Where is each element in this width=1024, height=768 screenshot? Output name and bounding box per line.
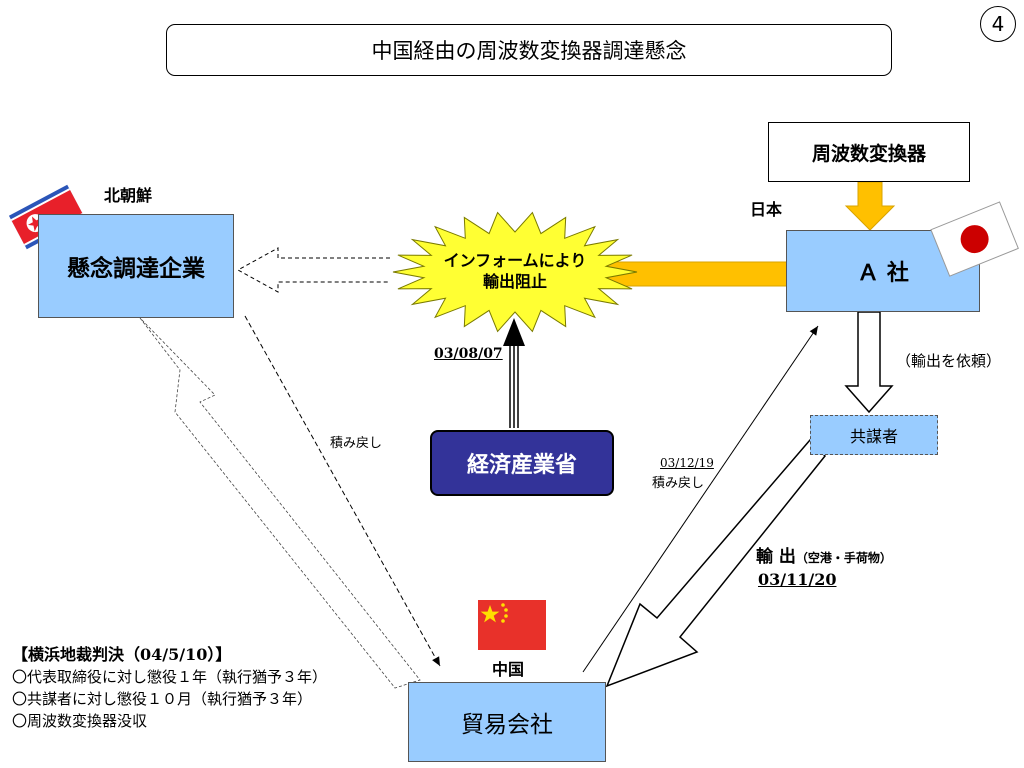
verdict-heading-suffix: ）】 (207, 645, 232, 664)
meti-date-label: 03/08/07 (434, 346, 503, 362)
reshipment-dashed-line (244, 315, 441, 667)
export-label-group: 輸 出（空港・手荷物） (756, 542, 892, 567)
north-korea-label: 北朝鮮 (104, 186, 153, 205)
blocked-export-arrow (236, 247, 390, 293)
meti-box: 経済産業省 (430, 430, 614, 496)
court-verdict: 【横浜地裁判決（04/5/10）】 〇代表取締役に対し懲役１年（執行猶予３年） … (12, 644, 327, 732)
inform-burst (392, 211, 638, 333)
trade-dashed-arrow (139, 317, 421, 689)
reshipment-right-date: 03/12/19 (660, 456, 714, 470)
verdict-line-2: 〇共謀者に対し懲役１０月（執行猶予３年） (12, 690, 313, 708)
burst-text: インフォームにより 輸出阻止 (410, 250, 620, 292)
page-number: 4 (980, 6, 1016, 42)
japan-flag-icon (930, 201, 1019, 277)
china-flag-icon (478, 600, 546, 650)
co-conspirator-label: 共謀者 (849, 427, 898, 446)
concern-company-label: 懸念調達企業 (67, 256, 205, 282)
burst-line-1: インフォームにより (443, 251, 587, 270)
verdict-heading-prefix: 【横浜地裁判決（ (12, 645, 141, 664)
export-detail-label: （空港・手荷物） (795, 551, 892, 565)
meti-label: 経済産業省 (466, 453, 577, 478)
co-conspirator-box: 共謀者 (810, 415, 938, 455)
frequency-converter-box: 周波数変換器 (768, 122, 970, 182)
company-a-label: Ａ 社 (857, 261, 909, 286)
verdict-heading-date: 04/5/10 (140, 645, 208, 664)
verdict-heading: 【横浜地裁判決（04/5/10）】 (12, 644, 327, 666)
japan-label: 日本 (750, 200, 783, 219)
burst-line-2: 輸出阻止 (482, 272, 547, 291)
verdict-line-1: 〇代表取締役に対し懲役１年（執行猶予３年） (12, 668, 328, 686)
export-label: 輸 出 (756, 547, 796, 567)
block-bar (599, 261, 791, 287)
supply-arrow (844, 181, 896, 231)
frequency-converter-label: 周波数変換器 (811, 142, 926, 165)
trading-company-label: 貿易会社 (461, 712, 553, 738)
export-request-label: （輸出を依頼） (896, 352, 1002, 370)
page-title: 中国経由の周波数変換器調達懸念 (166, 24, 892, 76)
reshipment-right-label: 積み戻し (652, 476, 705, 491)
request-arrow (844, 311, 894, 414)
concern-company-box: 懸念調達企業 (38, 214, 234, 318)
export-date-label: 03/11/20 (758, 570, 837, 589)
china-label: 中国 (492, 660, 525, 679)
reshipment-thin-line (582, 325, 819, 673)
meti-arrowhead (503, 318, 525, 346)
export-arrow (605, 438, 826, 688)
verdict-line-3: 〇周波数変換器没収 (12, 712, 148, 730)
trading-company-box: 貿易会社 (408, 682, 606, 762)
reshipment-left-label: 積み戻し (330, 436, 383, 451)
